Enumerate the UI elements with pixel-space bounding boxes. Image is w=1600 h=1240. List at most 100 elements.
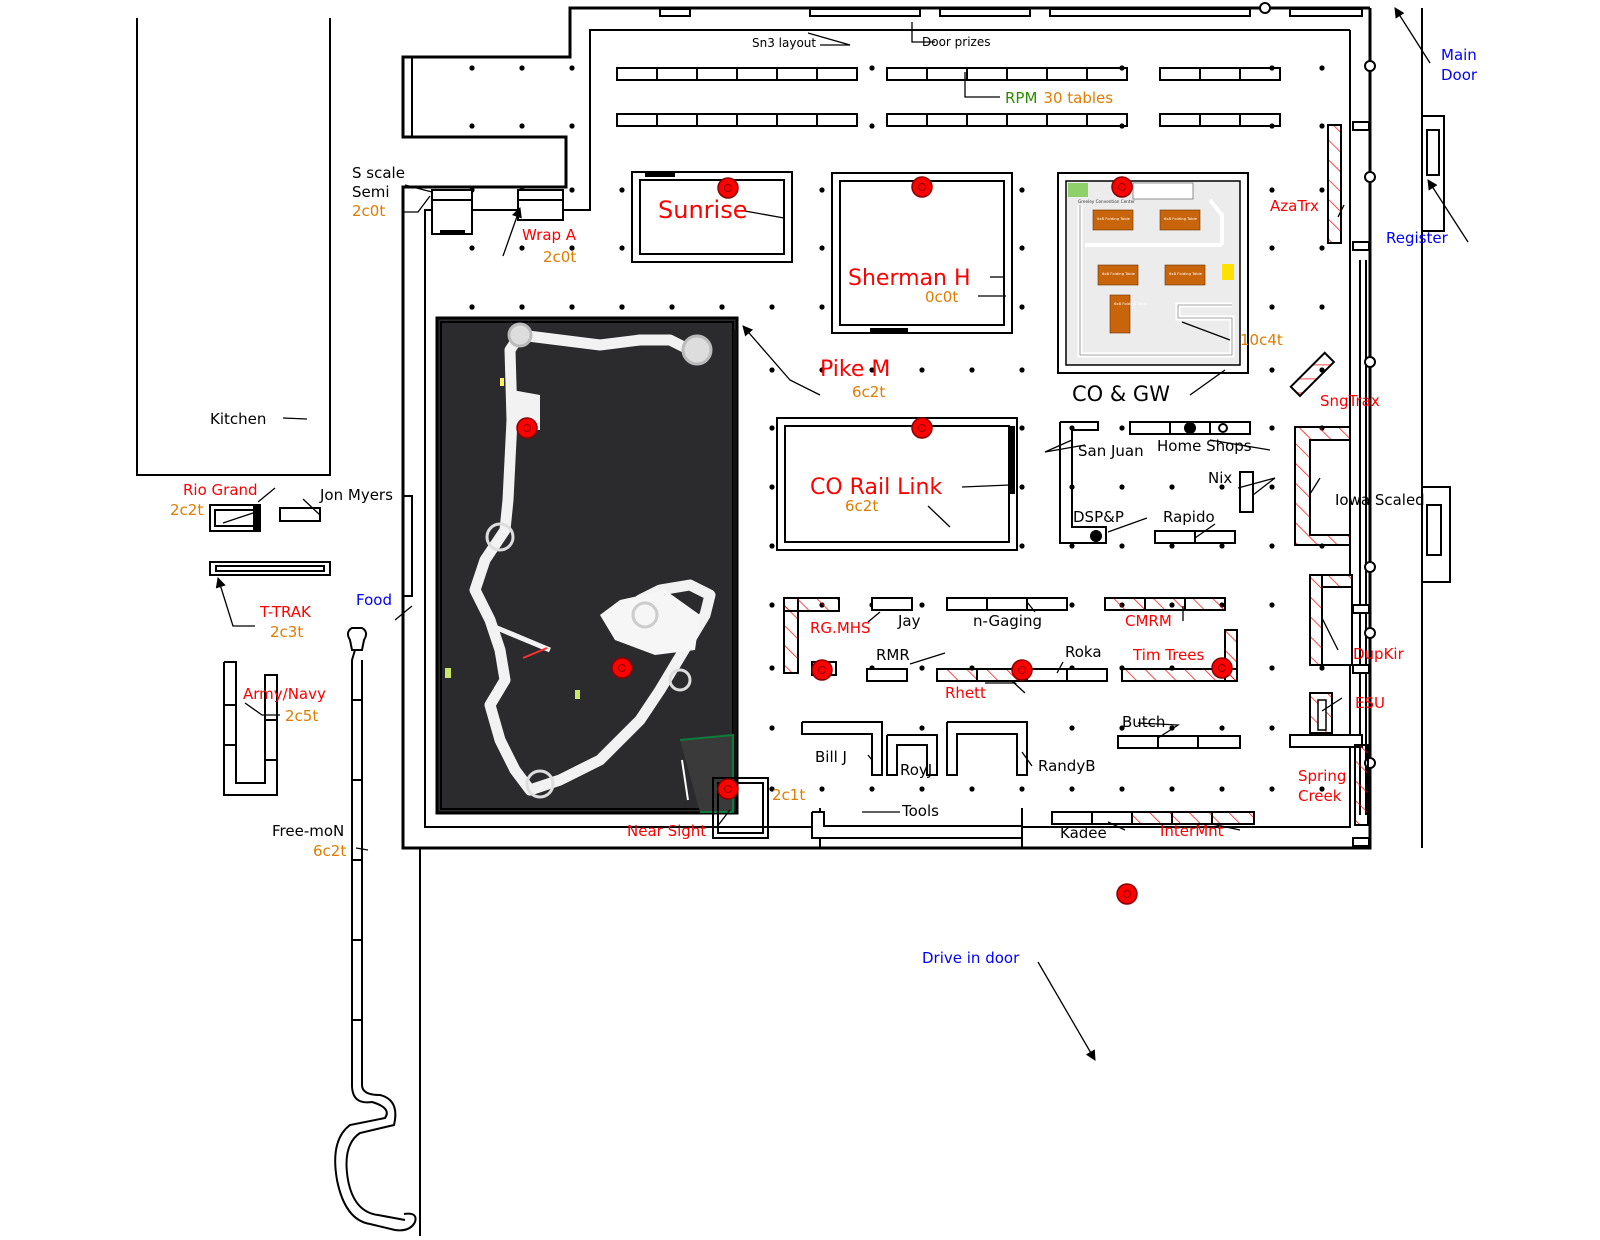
rpm-table <box>1006 67 1048 81</box>
rpm-table <box>1046 67 1088 81</box>
rpm-table <box>966 67 1008 81</box>
label-t-trak-count: 2c3t <box>270 623 303 641</box>
pike-m-track <box>469 329 716 796</box>
label-wrap-a-count: 2c0t <box>543 248 576 266</box>
label-sherman-h: Sherman H <box>848 266 971 291</box>
label-drive-in-door: Drive in door <box>922 949 1020 967</box>
co-gw-table-label: 6x8 Folding Table <box>1169 271 1203 276</box>
label-dupkir: DupKir <box>1353 645 1405 663</box>
co-gw-table-label: 6x8 Folding Table <box>1097 216 1131 221</box>
label-t-trak: T-TRAK <box>259 603 312 621</box>
rpm-table <box>696 113 738 127</box>
label-army-navy: Army/Navy <box>243 685 326 703</box>
near-sight-booth <box>712 777 769 839</box>
outside-left-layouts <box>209 504 417 1232</box>
n-gaging-table <box>946 597 1068 611</box>
label-randy-b: RandyB <box>1038 757 1095 775</box>
label-nix: Nix <box>1208 469 1232 487</box>
label-tim-trees: Tim Trees <box>1132 646 1205 664</box>
label-spring: Spring <box>1298 767 1346 785</box>
label-creek: Creek <box>1298 787 1342 805</box>
nix-table <box>1239 471 1254 513</box>
wall-slots <box>659 2 1363 17</box>
jay-table <box>871 597 913 611</box>
sunrise-layout <box>631 171 793 263</box>
building-walls <box>401 6 1451 1236</box>
rpm-table <box>696 67 738 81</box>
label-pike-m-count: 6c2t <box>852 383 885 401</box>
kitchen <box>136 18 331 476</box>
label-dsp-p: DSP&P <box>1073 508 1124 526</box>
sngtrax-booth <box>1289 351 1336 398</box>
label-semi: Semi <box>352 183 390 201</box>
rpm-table <box>966 113 1008 127</box>
rpm-table <box>1199 67 1241 81</box>
azatrx-booth <box>1327 124 1342 244</box>
right-wall-markers <box>1352 60 1376 847</box>
label-near-sight-count: 2c1t <box>772 786 805 804</box>
co-gw-inset-image <box>1065 180 1241 366</box>
butch-table <box>1117 735 1241 749</box>
label-sunrise: Sunrise <box>658 196 747 224</box>
s-scale-semi-table <box>431 189 473 235</box>
label-san-juan: San Juan <box>1078 442 1144 460</box>
label-n-gaging: n-Gaging <box>973 612 1042 630</box>
label-jay: Jay <box>897 612 921 630</box>
label-kitchen: Kitchen <box>210 410 266 428</box>
label-kadee: Kadee <box>1060 824 1107 842</box>
tools-table <box>811 811 1023 839</box>
pike-m-layout <box>435 316 739 815</box>
rpm-table <box>656 67 698 81</box>
rpm-table <box>886 67 928 81</box>
label-main-door-2: Door <box>1441 66 1478 84</box>
label-rio-grand: Rio Grand <box>183 481 258 499</box>
rpm-table <box>736 67 778 81</box>
label-co-gw-count: 10c4t <box>1240 331 1283 349</box>
rpm-table <box>1006 113 1048 127</box>
label-jon-myers: Jon Myers <box>319 486 393 504</box>
label-register: Register <box>1386 229 1449 247</box>
t-trak-layout <box>209 561 331 576</box>
label-main-door-1: Main <box>1441 46 1477 64</box>
spring-creek-booth <box>1289 734 1363 748</box>
randy-b-table <box>946 721 1028 776</box>
iowa-scaled-booth <box>1294 426 1351 546</box>
rpm-table <box>816 113 858 127</box>
label-bill-j: Bill J <box>815 748 847 766</box>
co-gw-layout: Greeley Convention Center 6x8 Folding Ta… <box>1057 172 1249 374</box>
rpm-table <box>1159 113 1201 127</box>
rpm-table <box>1046 113 1088 127</box>
vendor-tables <box>712 124 1369 839</box>
label-sngtrax: SngTrax <box>1320 392 1380 410</box>
rpm-table <box>1199 113 1241 127</box>
rpm-table <box>926 113 968 127</box>
rmr-table <box>866 668 908 682</box>
rpm-table <box>776 113 818 127</box>
co-gw-table-label: 6x8 Folding Table <box>1164 216 1198 221</box>
label-tools: Tools <box>901 802 939 820</box>
label-home-shops: Home Shops <box>1157 437 1252 455</box>
label-near-sight: Near Sight <box>627 822 706 840</box>
rio-grand-layout <box>209 504 261 532</box>
label-food: Food <box>356 591 392 609</box>
rpm-table <box>616 67 658 81</box>
roy-j-table <box>886 734 938 776</box>
label-roy-j: RoyJ <box>900 761 932 779</box>
label-s-scale-count: 2c0t <box>352 202 385 220</box>
intermnt-table <box>1131 811 1255 825</box>
label-esu: ESU <box>1355 694 1385 712</box>
co-gw-inset-room-label: Greeley Convention Center <box>1078 199 1135 204</box>
rpm-table <box>656 113 698 127</box>
label-pike-m: Pike M <box>820 357 890 382</box>
wrap-a-table <box>517 189 564 221</box>
rpm-table <box>1086 67 1128 81</box>
label-sherman-h-count: 0c0t <box>925 288 958 306</box>
rpm-table <box>616 113 658 127</box>
label-butch: Butch <box>1122 713 1165 731</box>
cmrm-table <box>1104 597 1226 611</box>
rpm-table <box>1159 67 1201 81</box>
